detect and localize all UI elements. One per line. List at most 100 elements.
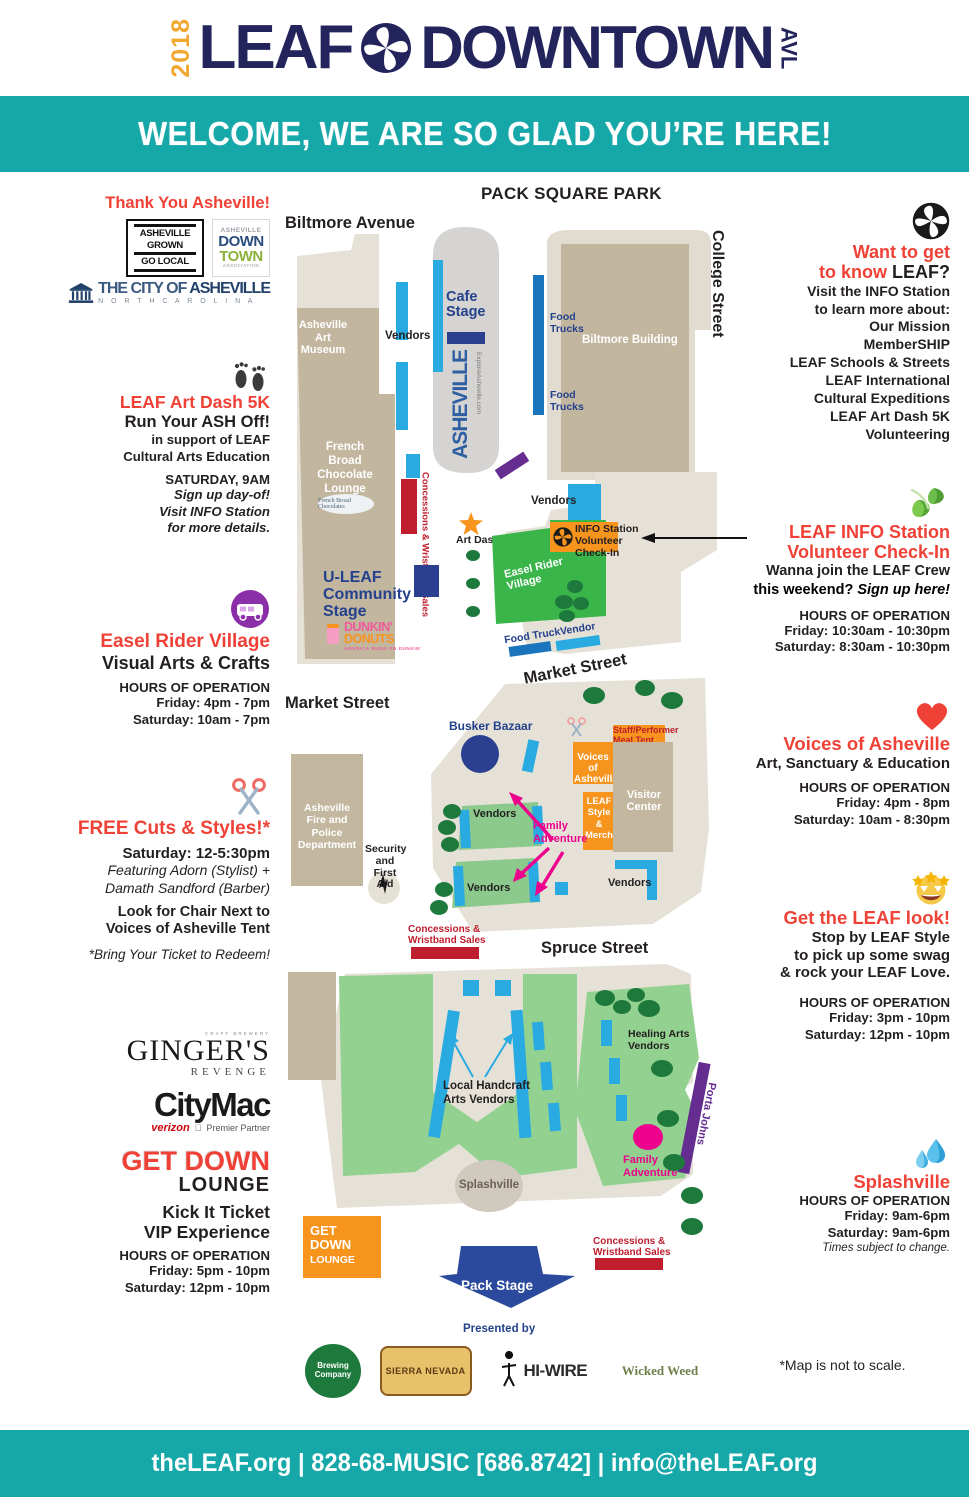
page-header: 2018 LEAF DOWNTOWN AVL bbox=[0, 0, 969, 96]
splashville-hours-friday: Friday: 9am-6pm bbox=[844, 1208, 950, 1224]
tree-icon bbox=[573, 597, 589, 610]
citymac-name: CityMac bbox=[153, 1086, 272, 1124]
map-label-concessions-wristband-south: Concessions &Wristband Sales bbox=[593, 1236, 671, 1258]
tree-icon bbox=[681, 1187, 703, 1204]
building-label-biltmore-building: Biltmore Building bbox=[582, 334, 678, 346]
free-cuts-styles-block: FREE Cuts & Styles!* Saturday: 12-5:30pm… bbox=[55, 778, 270, 963]
sponsor-line-2: GROWN bbox=[147, 239, 183, 251]
know-leaf-line-2: Our Mission bbox=[869, 318, 950, 335]
street-label-pack-square-park: PACK SQUARE PARK bbox=[481, 184, 662, 203]
tree-icon bbox=[681, 1218, 703, 1235]
sponsor-citymac-logo: CityMac verizon  Premier Partner bbox=[55, 1086, 272, 1134]
sponsor-asheville-brewing-logo: Brewing Company bbox=[305, 1344, 361, 1398]
vendor-quad-shape-north bbox=[458, 802, 542, 850]
voices-hours-friday: Friday: 4pm - 8pm bbox=[836, 794, 950, 810]
civic-sponsor-logos: ASHEVILLE GROWN GO LOCAL ASHEVILLE DOWN … bbox=[55, 219, 270, 277]
get-down-lounge-label: LOUNGE bbox=[178, 1174, 270, 1197]
easel-rider-bus-icon bbox=[55, 589, 270, 629]
map-scale-note: *Map is not to scale. bbox=[779, 1356, 906, 1373]
free-cuts-italic-2: Damath Sandford (Barber) bbox=[105, 880, 270, 897]
main-content: Thank You Asheville! ASHEVILLE GROWN GO … bbox=[0, 172, 969, 1430]
know-leaf-line-3: MemberSHIP bbox=[863, 336, 950, 353]
info-station-line-1: Wanna join the LEAF Crew bbox=[766, 563, 950, 580]
page-footer: theLEAF.org | 828-68-MUSIC [686.8742] | … bbox=[0, 1430, 969, 1497]
splashville-hours-saturday: Saturday: 9am-6pm bbox=[827, 1225, 950, 1241]
info-station-hours-saturday: Saturday: 8:30am - 10:30pm bbox=[774, 639, 950, 655]
map-label-vendors-east: Vendors bbox=[531, 495, 577, 507]
tree-icon bbox=[657, 1110, 679, 1127]
map-label-vendors-quad-north: Vendors bbox=[473, 808, 517, 820]
coa-line-2: N O R T H C A R O L I N A bbox=[98, 298, 256, 305]
street-label-market-street-left: Market Street bbox=[285, 694, 390, 712]
sponsor-line-3: TOWN bbox=[219, 248, 263, 265]
voices-of-asheville-block: Voices of Asheville Art, Sanctuary & Edu… bbox=[735, 700, 950, 828]
splashville-footnote: Times subject to change. bbox=[822, 1241, 950, 1254]
vendor-strip bbox=[540, 1061, 553, 1091]
staff-meal-tent-block bbox=[613, 725, 665, 742]
vendor-strip bbox=[495, 980, 511, 996]
easel-rider-title: Easel Rider Village bbox=[100, 631, 270, 653]
get-down-subtitle-2: VIP Experience bbox=[143, 1222, 270, 1243]
art-dash-5k-block: LEAF Art Dash 5K Run Your ASH Off! in su… bbox=[55, 357, 270, 537]
vendor-strip bbox=[459, 809, 471, 849]
tree-icon bbox=[661, 692, 683, 709]
art-dash-subtitle: Run Your ASH Off! bbox=[124, 412, 270, 431]
capitol-building-icon bbox=[68, 282, 94, 304]
thank-you-block: Thank You Asheville! ASHEVILLE GROWN GO … bbox=[55, 194, 271, 306]
footer-contact-text: theLEAF.org | 828-68-MUSIC [686.8742] | … bbox=[151, 1449, 818, 1477]
art-dash-when: SATURDAY, 9AM bbox=[165, 471, 270, 487]
info-station-title-2: Volunteer Check-In bbox=[787, 542, 950, 563]
vendor-strip bbox=[548, 1102, 561, 1132]
info-station-signup: Sign up here! bbox=[857, 582, 950, 599]
art-dash-italic-2: Visit INFO Station bbox=[159, 503, 270, 519]
get-down-hours-friday: Friday: 5pm - 10pm bbox=[149, 1262, 270, 1278]
art-dash-italic-3: for more details. bbox=[167, 520, 270, 536]
sponsor-line-2: DOWN bbox=[218, 233, 264, 250]
know-leaf-line-1: to learn more about: bbox=[814, 300, 950, 317]
uleaf-stage-block bbox=[414, 565, 439, 597]
leaf-pinwheel-icon bbox=[553, 527, 573, 547]
vendor-strip bbox=[647, 860, 657, 900]
tree-icon bbox=[466, 606, 480, 617]
sponsor-city-of-asheville-logo: THE CITY OF ASHEVILLE N O R T H C A R O … bbox=[55, 281, 271, 306]
city-of-asheville-wordmark: THE CITY OF ASHEVILLE N O R T H C A R O … bbox=[98, 281, 271, 306]
info-station-hours-friday: Friday: 10:30am - 10:30pm bbox=[784, 622, 950, 638]
map-label-splashville: Splashville bbox=[458, 1179, 520, 1191]
cafe-stage-block bbox=[447, 332, 485, 344]
logo-avl-wordmark: AVL bbox=[776, 26, 802, 70]
voices-title: Voices of Asheville bbox=[783, 733, 950, 755]
scissors-icon bbox=[567, 717, 586, 737]
vendor-strip bbox=[555, 882, 568, 895]
get-down-hours-header: HOURS OF OPERATION bbox=[119, 1247, 270, 1263]
sponsor-line-4: ASSOCIATION bbox=[222, 263, 260, 268]
left-sidebar: Thank You Asheville! ASHEVILLE GROWN GO … bbox=[55, 194, 272, 1304]
presenting-sponsors-row: Brewing Company SIERRA NEVADA HI-WIRE Wi… bbox=[305, 1342, 707, 1400]
healing-arts-vendor-strip bbox=[616, 1095, 627, 1121]
thank-you-heading: Thank You Asheville! bbox=[105, 194, 270, 212]
explore-asheville-url: ExploreAsheville.com bbox=[475, 352, 482, 415]
free-cuts-line-1: Look for Chair Next to bbox=[117, 904, 270, 921]
green-leaves-icon bbox=[735, 486, 950, 520]
voices-hours-saturday: Saturday: 10am - 8:30pm bbox=[793, 811, 950, 827]
street-label-spruce-street: Spruce Street bbox=[541, 939, 649, 957]
vendor-strip bbox=[406, 454, 420, 478]
easel-rider-hours-friday: Friday: 4pm - 7pm bbox=[156, 694, 270, 710]
leaf-pinwheel-icon bbox=[735, 202, 950, 240]
tree-icon bbox=[651, 1060, 673, 1077]
healing-arts-vendor-strip bbox=[601, 1020, 612, 1046]
easel-rider-subtitle: Visual Arts & Crafts bbox=[101, 652, 270, 673]
info-station-hours-header: HOURS OF OPERATION bbox=[799, 607, 950, 623]
easel-rider-hours-header: HOURS OF OPERATION bbox=[119, 679, 270, 695]
family-adventure-circle bbox=[633, 1124, 663, 1150]
know-leaf-line-6: Cultural Expeditions bbox=[813, 390, 950, 407]
map-label-concessions-wristband-sales: Concessions & Wristband Sales bbox=[419, 472, 431, 618]
